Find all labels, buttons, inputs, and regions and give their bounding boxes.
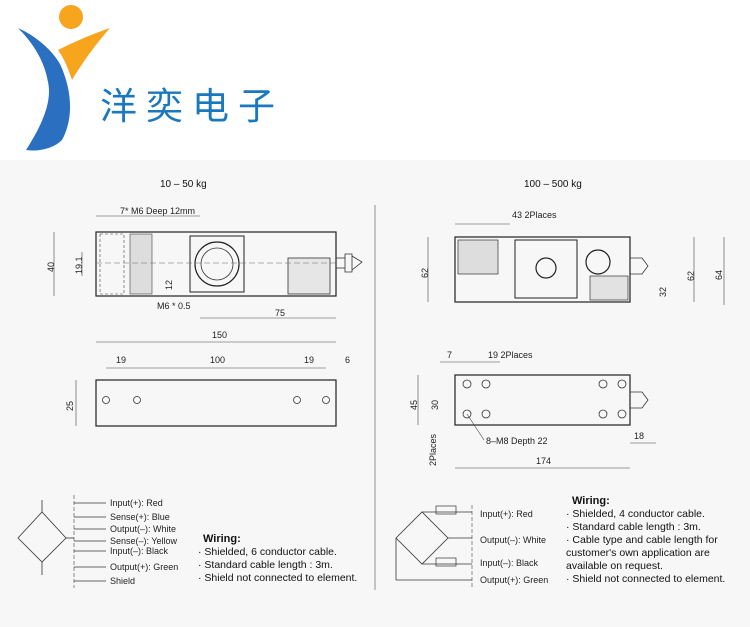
right-wire-4: Output(+): Green <box>480 575 548 585</box>
left-dim-6: 6 <box>345 355 350 365</box>
left-dim-75: 75 <box>275 308 285 318</box>
left-m6-label: M6 * 0.5 <box>157 301 191 311</box>
right-dim-62b: 62 <box>686 271 696 281</box>
right-note-4: customer's own application are <box>566 547 710 559</box>
left-wire-1: Input(+): Red <box>110 498 163 508</box>
right-dim-45: 45 <box>409 400 419 410</box>
left-dim-25: 25 <box>65 401 75 411</box>
left-wire-4: Sense(–): Yellow <box>110 536 178 546</box>
right-title: 100 – 500 kg <box>524 179 582 190</box>
right-dim-32: 32 <box>658 287 668 297</box>
right-note-3: · Cable type and cable length for <box>566 534 718 546</box>
left-side-view <box>95 231 363 297</box>
left-note-1: · Shielded, 6 conductor cable. <box>198 546 337 558</box>
left-wire-3: Output(–): White <box>110 524 176 534</box>
right-dim-18: 18 <box>634 431 644 441</box>
brand-name: 洋奕电子 <box>100 85 284 128</box>
right-note-5: available on request. <box>566 560 663 572</box>
right-wiring-heading: Wiring: <box>572 495 610 507</box>
right-dim-64: 64 <box>714 270 724 280</box>
left-dim-100: 100 <box>210 355 225 365</box>
right-places-43: 43 2Places <box>512 210 557 220</box>
left-top-view <box>95 379 337 427</box>
left-dim-19a: 19 <box>116 355 126 365</box>
right-dim-174: 174 <box>536 456 551 466</box>
right-note-2: · Standard cable length : 3m. <box>566 521 701 533</box>
right-dim-30: 30 <box>430 400 440 410</box>
right-m8-label: 8–M8 Depth 22 <box>486 436 548 446</box>
left-note-3: · Shield not connected to element. <box>198 572 357 584</box>
right-places-2: 2Places <box>428 433 438 466</box>
logo-icon <box>18 5 110 151</box>
right-top-view <box>454 374 649 426</box>
header: 洋奕电子 <box>0 0 750 160</box>
left-thread-label: 7* M6 Deep 12mm <box>120 206 195 216</box>
right-wire-1: Input(+): Red <box>480 509 533 519</box>
right-wire-2: Output(–): White <box>480 535 546 545</box>
right-wire-3: Input(–): Black <box>480 558 539 568</box>
left-wire-6: Output(+): Green <box>110 562 178 572</box>
left-wiring-heading: Wiring: <box>203 533 241 545</box>
left-dim-40: 40 <box>46 262 56 272</box>
left-dim-150: 150 <box>212 330 227 340</box>
right-note-6: · Shield not connected to element. <box>566 573 725 585</box>
right-dim-19: 19 2Places <box>488 350 533 360</box>
left-wire-5: Input(–): Black <box>110 546 169 556</box>
right-dim-62a: 62 <box>420 268 430 278</box>
left-dim-19-1: 19.1 <box>74 256 84 274</box>
left-note-2: · Standard cable length : 3m. <box>198 559 333 571</box>
right-bridge-diagram <box>395 505 473 588</box>
left-dim-12: 12 <box>164 280 174 290</box>
left-wire-7: Shield <box>110 576 135 586</box>
left-dim-19b: 19 <box>304 355 314 365</box>
left-wire-2: Sense(+): Blue <box>110 512 170 522</box>
right-side-view <box>454 236 649 303</box>
right-note-1: · Shielded, 4 conductor cable. <box>566 508 705 520</box>
left-bridge-diagram <box>17 495 106 588</box>
left-title: 10 – 50 kg <box>160 179 207 190</box>
right-dim-7: 7 <box>447 350 452 360</box>
